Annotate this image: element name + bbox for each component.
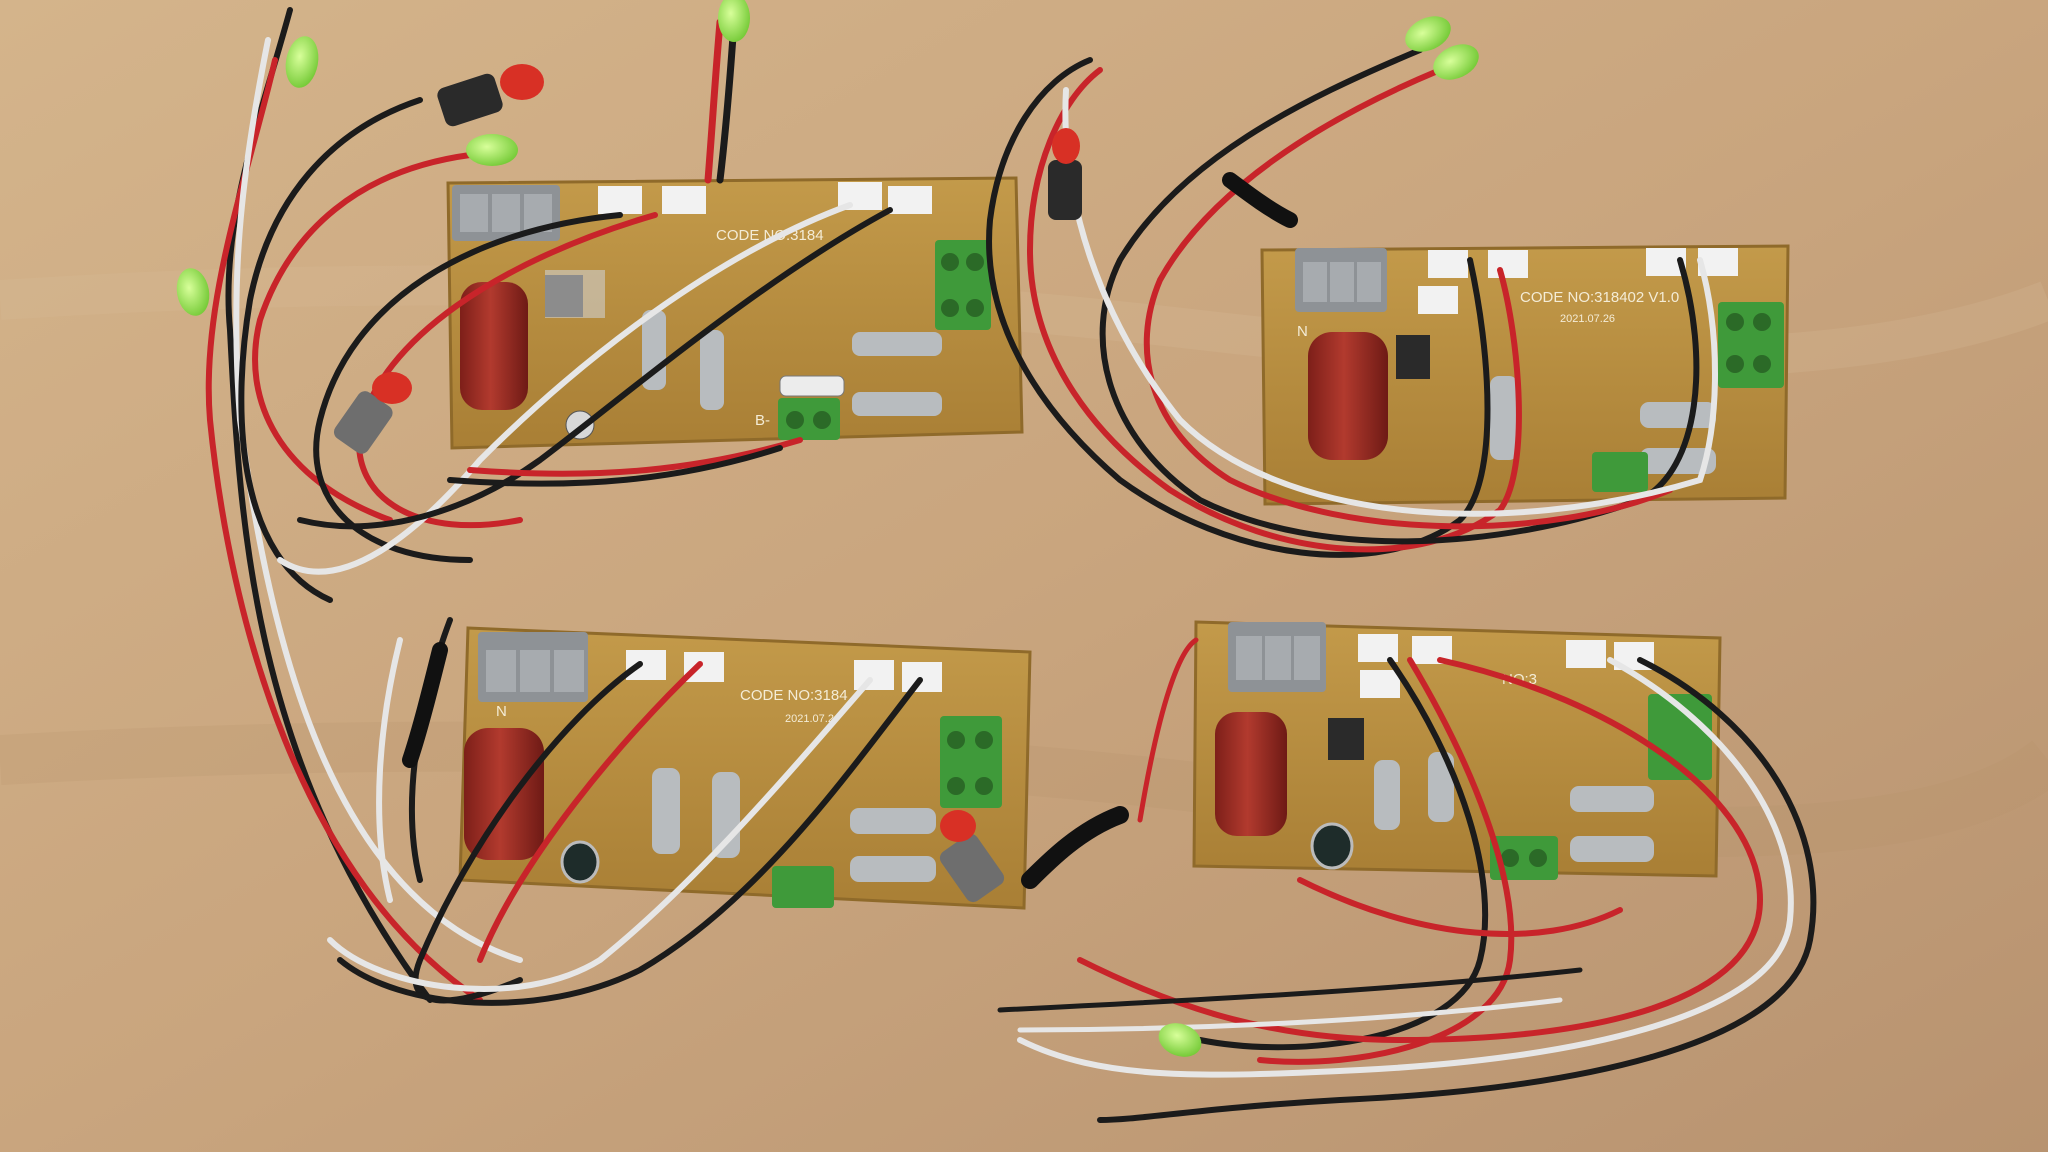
wire-harness (205, 7, 1817, 1123)
led-icon (285, 36, 319, 88)
fuse (779, 375, 845, 397)
led-icon (176, 268, 210, 316)
capacitor (464, 728, 544, 860)
push-buttons (333, 64, 1082, 903)
green-leds (176, 0, 1479, 1057)
terminal-block (778, 240, 991, 440)
push-button-icon (1048, 128, 1082, 220)
terminal-block (772, 716, 1002, 908)
silkscreen-date: 2021.07.26 (1560, 313, 1615, 325)
silkscreen-mark: N (496, 703, 507, 720)
resistors (642, 310, 942, 416)
push-button-icon (939, 810, 1005, 903)
capacitor (1215, 712, 1287, 836)
led-icon (466, 134, 518, 166)
silkscreen-code: CODE NO:3184 (740, 687, 848, 704)
push-button-icon (333, 372, 412, 454)
silkscreen-code: CODE NO:318402 V1.0 (1520, 289, 1679, 306)
led-icon (718, 0, 750, 42)
led-icon (1433, 44, 1479, 80)
silkscreen-mark: N (1297, 323, 1308, 340)
silkscreen-code: CODE NO:3184 (716, 227, 824, 244)
capacitor (1308, 332, 1388, 460)
led-icon (1158, 1023, 1202, 1057)
capacitor (460, 282, 528, 410)
led-icon (1405, 16, 1451, 52)
silkscreen-date: 2021.07.2 (785, 713, 834, 725)
pcb-board-2: CODE NO:318402 V1.0 2021.07.26 N (1260, 244, 1790, 506)
terminal-block (1592, 302, 1784, 492)
push-button-icon (437, 64, 544, 127)
silkscreen-mark: B- (755, 412, 770, 429)
